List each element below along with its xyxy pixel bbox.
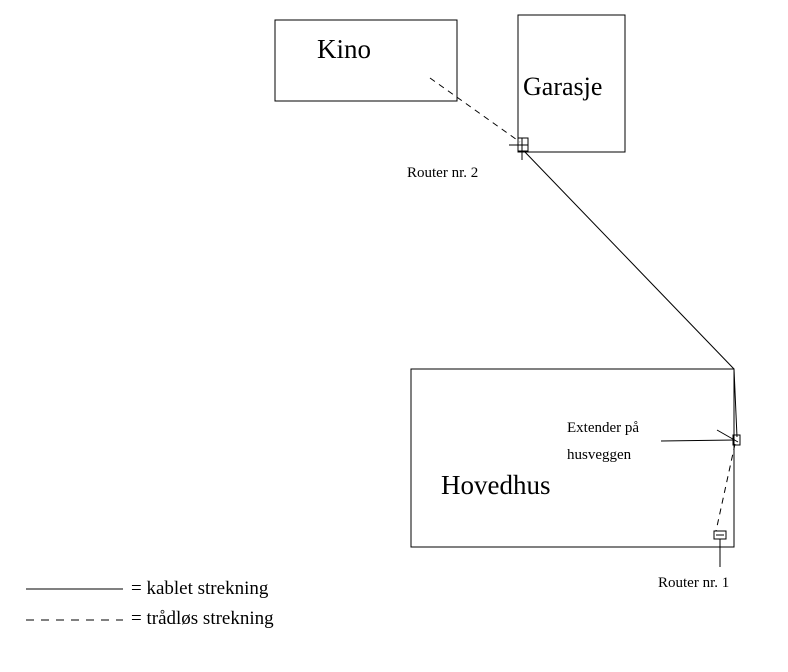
kino-box [274,19,458,102]
extender-label-line2: husveggen [567,447,632,463]
wired-link-router2-hovedhus [523,150,735,370]
hovedhus-label: Hovedhus [441,470,551,500]
legend-wired-label: = kablet strekning [131,578,269,599]
router1-label: Router nr. 1 [658,575,729,591]
legend-wireless-label: = trådløs strekning [131,608,274,629]
hovedhus-box [410,368,735,548]
wireless-link-extender-router1 [715,443,736,532]
wireless-link-kino-router2 [429,77,521,143]
extender-pointer-arrow [660,439,736,442]
garasje-label: Garasje [523,72,602,101]
router2-label: Router nr. 2 [407,165,478,181]
extender-label-line1: Extender på [567,420,639,436]
wired-link-hovedhus-extender [733,368,738,438]
garasje-box [517,14,626,153]
kino-label: Kino [317,34,371,64]
router1-icon [713,530,727,540]
router2-icon [509,137,529,160]
